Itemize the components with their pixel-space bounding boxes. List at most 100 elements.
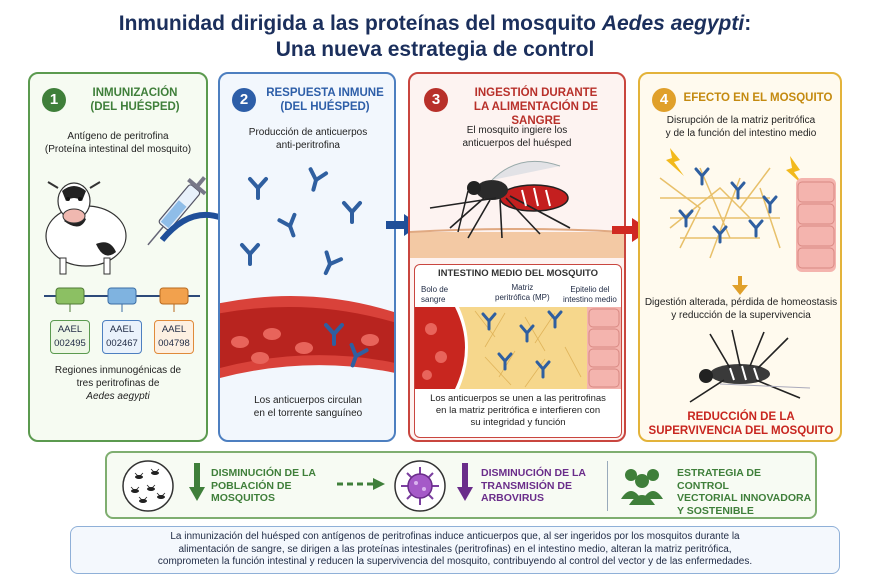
title-text: Inmunidad dirigida a las proteínas del m… xyxy=(118,12,602,35)
panel-3-caption-line2: en la matriz peritrófica e interfieren c… xyxy=(435,405,601,416)
panel-2-text: Producción de anticuerpos anti-peritrofi… xyxy=(224,126,392,152)
panel-1-title-line2: (DEL HUÉSPED) xyxy=(90,101,180,113)
summary-line3: comprometen la función intestinal y redu… xyxy=(157,556,753,567)
panel-4-text-line2: y de la función del intestino medio xyxy=(665,128,817,139)
outcome-population-line3: MOSQUITOS xyxy=(211,492,275,504)
panel-2-title: RESPUESTA INMUNE (DEL HUÉSPED) xyxy=(260,86,390,114)
summary-line1: La inmunización del huésped con antígeno… xyxy=(170,531,740,542)
panel-2-caption-line2: en el torrente sanguíneo xyxy=(253,408,363,419)
outcome-strategy-line3: Y SOSTENIBLE xyxy=(677,504,754,517)
panel-3-text-line2: anticuerpos del huésped xyxy=(462,138,572,149)
outcome-arbovirus-line1: DISMINUCIÓN DE LA xyxy=(481,467,586,479)
label-peritrophic-matrix: Matriz peritrófica (MP) xyxy=(495,283,550,303)
outcome-population-line2: POBLACIÓN DE xyxy=(211,479,292,492)
label-blood-bolus: Bolo de sangre xyxy=(421,285,448,305)
label-matrix-line2: peritrófica (MP) xyxy=(495,293,550,302)
panel-2-text-line2: anti-peritrofina xyxy=(276,140,340,151)
outcome-population-line1: DISMINUCIÓN DE LA xyxy=(211,467,316,479)
gene-2-line1: AAEL xyxy=(109,324,135,335)
panel-4-text: Disrupción de la matriz peritrófica y de… xyxy=(644,114,838,140)
label-epithelium-line1: Epitelio del xyxy=(570,285,610,294)
gene-2-line2: 002467 xyxy=(106,338,138,349)
title-species: Aedes aegypti xyxy=(601,12,745,35)
summary-box: La inmunización del huésped con antígeno… xyxy=(70,526,840,574)
dead-mosquito-icon xyxy=(689,329,811,403)
decrease-arrow-purple-icon xyxy=(457,463,473,501)
panel-1-text-line1: Antígeno de peritrofina xyxy=(67,131,169,142)
panel-2-title-line1: RESPUESTA INMUNE xyxy=(266,87,384,99)
panel-1-text: Antígeno de peritrofina (Proteína intest… xyxy=(34,130,202,156)
outcomes-divider xyxy=(607,461,608,511)
gene-track-diagram xyxy=(44,287,200,312)
gene-box-004798: AAEL 004798 xyxy=(154,320,194,354)
panel-blood-feeding: 3 INGESTIÓN DURANTE LA ALIMENTACIÓN DE S… xyxy=(408,72,626,442)
panel-2-caption: Los anticuerpos circulan en el torrente … xyxy=(224,394,392,420)
outcome-strategy-line1: ESTRATEGIA DE CONTROL xyxy=(677,467,762,492)
panel-3-caption: Los anticuerpos se unen a las peritrofin… xyxy=(417,393,619,429)
panel-3-caption-line3: su integridad y función xyxy=(470,417,566,428)
midgut-inset: INTESTINO MEDIO DEL MOSQUITO Bolo de san… xyxy=(414,264,622,438)
outcome-strategy-line2: VECTORIAL INNOVADORA xyxy=(677,492,812,504)
panel-3-title-line1: INGESTIÓN DURANTE xyxy=(474,87,598,99)
label-epithelium-line2: intestino medio xyxy=(563,295,617,304)
panel-4-result-line2: SUPERVIVENCIA DEL MOSQUITO xyxy=(648,425,834,437)
gene-box-002467: AAEL 002467 xyxy=(102,320,142,354)
outcomes-bar: DISMINUCIÓN DE LA POBLACIÓN DE MOSQUITOS… xyxy=(105,451,817,519)
midgut-inset-title: INTESTINO MEDIO DEL MOSQUITO xyxy=(437,268,599,279)
step-badge-3: 3 xyxy=(424,88,448,112)
panel-4-result: REDUCCIÓN DE LA SUPERVIVENCIA DEL MOSQUI… xyxy=(644,410,838,438)
panel-1-caption-line2: tres peritrofinas de xyxy=(76,378,160,389)
gene-3-line1: AAEL xyxy=(161,324,187,335)
gene-3-line2: 004798 xyxy=(158,338,190,349)
decrease-arrow-green-icon xyxy=(189,463,205,501)
outcome-strategy: ESTRATEGIA DE CONTROL VECTORIAL INNOVADO… xyxy=(677,467,815,517)
virus-icon xyxy=(394,460,446,512)
panel-4-title: EFECTO EN EL MOSQUITO xyxy=(683,92,833,104)
panel-4-mid-line1: Digestión alterada, pérdida de homeostas… xyxy=(644,297,838,308)
panel-1-title-line1: INMUNIZACIÓN xyxy=(92,87,178,99)
panel-3-title: INGESTIÓN DURANTE LA ALIMENTACIÓN DE SAN… xyxy=(450,86,622,128)
panel-3-text-line1: El mosquito ingiere los xyxy=(466,125,568,136)
down-arrow-icon xyxy=(732,276,748,295)
outcome-population: DISMINUCIÓN DE LA POBLACIÓN DE MOSQUITOS xyxy=(211,467,316,505)
panel-2-text-line1: Producción de anticuerpos xyxy=(248,127,368,138)
antibodies-and-blood-vessel xyxy=(220,167,394,379)
gene-1-line2: 002495 xyxy=(54,338,86,349)
mosquito-population-icon xyxy=(122,460,174,512)
panel-3-title-line2: LA ALIMENTACIÓN DE SANGRE xyxy=(473,101,599,127)
gene-1-line1: AAEL xyxy=(57,324,83,335)
step-badge-1: 1 xyxy=(42,88,66,112)
panel-mosquito-effect: 4 EFECTO EN EL MOSQUITO Disrupción de la… xyxy=(638,72,842,442)
step-badge-4: 4 xyxy=(652,88,676,112)
step-badge-2: 2 xyxy=(232,88,256,112)
panel-3-text: El mosquito ingiere los anticuerpos del … xyxy=(420,124,614,150)
cow-icon xyxy=(45,181,127,275)
label-blood-bolus-line1: Bolo de xyxy=(421,285,449,294)
panel-3-caption-line1: Los anticuerpos se unen a las peritrofin… xyxy=(430,393,606,404)
panel-1-text-line2: (Proteína intestinal del mosquito) xyxy=(44,144,192,155)
panel-immunization: 1 INMUNIZACIÓN (DEL HUÉSPED) Antígeno de… xyxy=(28,72,208,442)
title-colon: : xyxy=(744,12,752,35)
dashed-arrow-icon xyxy=(337,478,385,490)
page-subtitle: Una nueva estrategia de control xyxy=(275,38,595,61)
summary-line2: alimentación de sangre, se dirigen a las… xyxy=(178,543,732,555)
disrupted-matrix-illustration xyxy=(659,148,836,272)
page-title: Inmunidad dirigida a las proteínas del m… xyxy=(0,12,870,36)
panel-immune-response: 2 RESPUESTA INMUNE (DEL HUÉSPED) Producc… xyxy=(218,72,396,442)
panel-2-title-line2: (DEL HUÉSPED) xyxy=(280,101,370,113)
panel-2-caption-line1: Los anticuerpos circulan xyxy=(254,395,362,406)
panel-4-mid-text: Digestión alterada, pérdida de homeostas… xyxy=(644,296,838,322)
panel-1-caption-line1: Regiones inmunogénicas de xyxy=(54,365,182,376)
panel-1-caption: Regiones inmunogénicas de tres peritrofi… xyxy=(34,364,202,403)
label-matrix-line1: Matriz xyxy=(511,283,534,292)
outcome-arbovirus: DISMINUCIÓN DE LA TRANSMISIÓN DE ARBOVIR… xyxy=(481,467,586,505)
midgut-cross-section xyxy=(415,307,621,389)
label-midgut-epithelium: Epitelio del intestino medio xyxy=(563,285,617,305)
outcome-arbovirus-line2: TRANSMISIÓN DE xyxy=(481,479,573,492)
gene-box-002495: AAEL 002495 xyxy=(50,320,90,354)
panel-4-text-line1: Disrupción de la matriz peritrófica xyxy=(666,115,816,126)
panel-4-mid-line2: y reducción de la supervivencia xyxy=(671,310,811,321)
outcome-arbovirus-line3: ARBOVIRUS xyxy=(481,492,545,504)
panel-1-title: INMUNIZACIÓN (DEL HUÉSPED) xyxy=(70,86,200,114)
syringe-icon xyxy=(147,176,206,246)
